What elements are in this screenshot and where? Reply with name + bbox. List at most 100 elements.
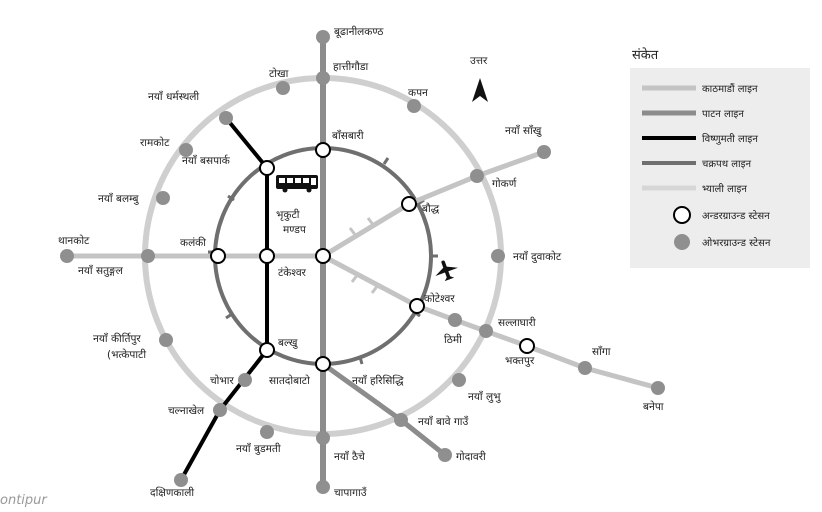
kathmandu-line-ticks xyxy=(348,217,380,294)
kathmandu-line-northeast xyxy=(321,149,545,259)
label-satdobato: सातदोबाटो xyxy=(269,374,310,387)
underground-stations xyxy=(210,142,535,372)
station-bhaktapur[interactable] xyxy=(519,338,535,354)
label-naya-balambu: नयाँ बलम्बु xyxy=(98,192,140,205)
label-bhaktapur: भक्तपुर xyxy=(505,355,535,367)
legend-underground-icon xyxy=(673,206,691,224)
station-naya-kirtipur[interactable] xyxy=(159,333,173,347)
station-banepa[interactable] xyxy=(651,381,665,395)
station-chalnakhel[interactable] xyxy=(213,403,227,417)
label-sanga: साँगा xyxy=(592,345,611,358)
label-bansbari: बाँसबारी xyxy=(332,129,364,142)
label-naya-budhamati: नयाँ बुडमती xyxy=(236,442,281,455)
station-sallaghari[interactable] xyxy=(479,324,493,338)
label-naya-lubhu: नयाँ लुभु xyxy=(468,390,501,403)
overground-stations xyxy=(60,30,665,494)
label-thankot: थानकोट xyxy=(58,234,90,247)
station-kapan[interactable] xyxy=(407,99,421,113)
metro-lines xyxy=(67,37,659,487)
station-chobhar[interactable] xyxy=(238,373,252,387)
bishnumati-line xyxy=(179,116,269,481)
station-baudha[interactable] xyxy=(401,196,417,212)
label-naya-dharmasthali: नयाँ धर्मस्थली xyxy=(148,90,199,103)
legend-label-underground: अन्डरग्राउन्ड स्टेसन xyxy=(702,210,770,222)
label-ramkot: रामकोट xyxy=(140,136,170,149)
label-sallaghari: सल्लाघारी xyxy=(498,316,536,329)
station-thankot[interactable] xyxy=(60,249,74,263)
label-koteshwar: कोटेश्वर xyxy=(424,292,455,305)
label-naya-bave-gaun: नयाँ बावे गाउँ xyxy=(418,415,469,428)
station-thimi[interactable] xyxy=(448,313,462,327)
label-banepa: बनेपा xyxy=(643,400,664,413)
station-labels: बूढानीलकण्ठ हात्तीगौडा टोखा कपन नयाँ धर्… xyxy=(58,25,664,499)
label-thimi: ठिमी xyxy=(444,333,462,346)
station-naya-balambu[interactable] xyxy=(156,191,170,205)
station-tokha[interactable] xyxy=(276,81,290,95)
station-bhrikuti-mandap[interactable] xyxy=(259,248,275,264)
north-label: उत्तर xyxy=(470,55,488,67)
legend-label-patan: पाटन लाइन xyxy=(702,109,744,120)
label-bhatkepati: (भत्केपाटी xyxy=(107,348,146,361)
north-arrow-icon xyxy=(472,78,488,102)
label-dakshinkali: दक्षिणकाली xyxy=(150,486,194,499)
station-dakshinkali[interactable] xyxy=(174,473,188,487)
station-bansbari[interactable] xyxy=(315,142,331,158)
label-baudha: बौद्ध xyxy=(422,202,440,215)
label-balkhu: बल्खु xyxy=(278,337,298,349)
station-satdobato[interactable] xyxy=(315,356,331,372)
station-naya-duwakot[interactable] xyxy=(491,249,505,263)
label-chalnakhel: चल्नाखेल xyxy=(168,404,205,417)
legend-label-chakrapath: चक्रपथ लाइन xyxy=(702,159,752,170)
label-naya-satungal: नयाँ सतुङ्गल xyxy=(78,264,124,277)
station-naya-budhamati[interactable] xyxy=(260,425,274,439)
station-naya-thaiche[interactable] xyxy=(316,431,330,445)
label-chobhar: चोभार xyxy=(210,374,234,387)
station-naya-dharmasthali[interactable] xyxy=(219,111,233,125)
label-bhrikuti-1: भृकुटी xyxy=(276,208,300,221)
station-tekeshwar[interactable] xyxy=(315,248,331,264)
station-naya-lubhu[interactable] xyxy=(452,373,466,387)
legend-label-bhyali: भ्याली लाइन xyxy=(702,183,747,195)
watermark: ontipur xyxy=(0,493,48,508)
label-chapagaun: चापागाउँ xyxy=(334,486,367,499)
station-naya-satungal[interactable] xyxy=(141,249,155,263)
label-gokarna: गोकर्ण xyxy=(492,177,517,190)
bus-icon xyxy=(276,175,318,193)
label-budhanilkantha: बूढानीलकण्ठ xyxy=(334,25,384,38)
station-kalanki[interactable] xyxy=(210,248,226,264)
station-chapagaun[interactable] xyxy=(316,480,330,494)
label-hattigauda: हात्तीगौडा xyxy=(333,60,369,73)
label-naya-kirtipur: नयाँ कीर्तिपुर xyxy=(93,332,141,345)
station-naya-sankhu[interactable] xyxy=(537,145,551,159)
station-ramkot[interactable] xyxy=(179,143,193,157)
label-naya-thaiche: नयाँ ठैचे xyxy=(334,450,365,463)
label-naya-basapark: नयाँ बसपार्क xyxy=(182,154,231,167)
station-naya-basapark[interactable] xyxy=(259,160,275,176)
label-kalanki: कलंकी xyxy=(180,236,206,249)
label-kapan: कपन xyxy=(408,87,428,99)
station-gokarna[interactable] xyxy=(470,169,484,183)
legend-overground-icon xyxy=(674,234,690,250)
label-naya-harisiddhi: नयाँ हरिसिद्धि xyxy=(352,374,404,387)
station-koteshwar[interactable] xyxy=(409,298,425,314)
legend: संकेत काठमाडौं लाइन पाटन लाइन विष्णुमती … xyxy=(630,47,810,268)
legend-title: संकेत xyxy=(632,47,659,63)
station-balkhu[interactable] xyxy=(259,342,275,358)
legend-label-kathmandu: काठमाडौं लाइन xyxy=(702,83,758,95)
legend-label-overground: ओभरग्राउन्ड स्टेसन xyxy=(702,237,771,249)
station-naya-bave-gaun[interactable] xyxy=(394,413,408,427)
station-godawari[interactable] xyxy=(438,448,452,462)
airplane-icon xyxy=(435,260,458,282)
label-tokha: टोखा xyxy=(269,67,289,80)
label-naya-duwakot: नयाँ दुवाकोट xyxy=(513,250,562,264)
legend-label-bishnumati: विष्णुमती लाइन xyxy=(702,133,758,145)
label-tekeshwar: टंकेश्वर xyxy=(278,266,307,279)
station-hattigauda[interactable] xyxy=(316,71,330,85)
station-sanga[interactable] xyxy=(578,361,592,375)
label-naya-sankhu: नयाँ साँखु xyxy=(505,124,542,137)
legend-box xyxy=(630,68,810,268)
label-bhrikuti-2: मण्डप xyxy=(283,224,307,236)
label-godawari: गोदावरी xyxy=(456,450,486,463)
station-budhanilkantha[interactable] xyxy=(316,30,330,44)
